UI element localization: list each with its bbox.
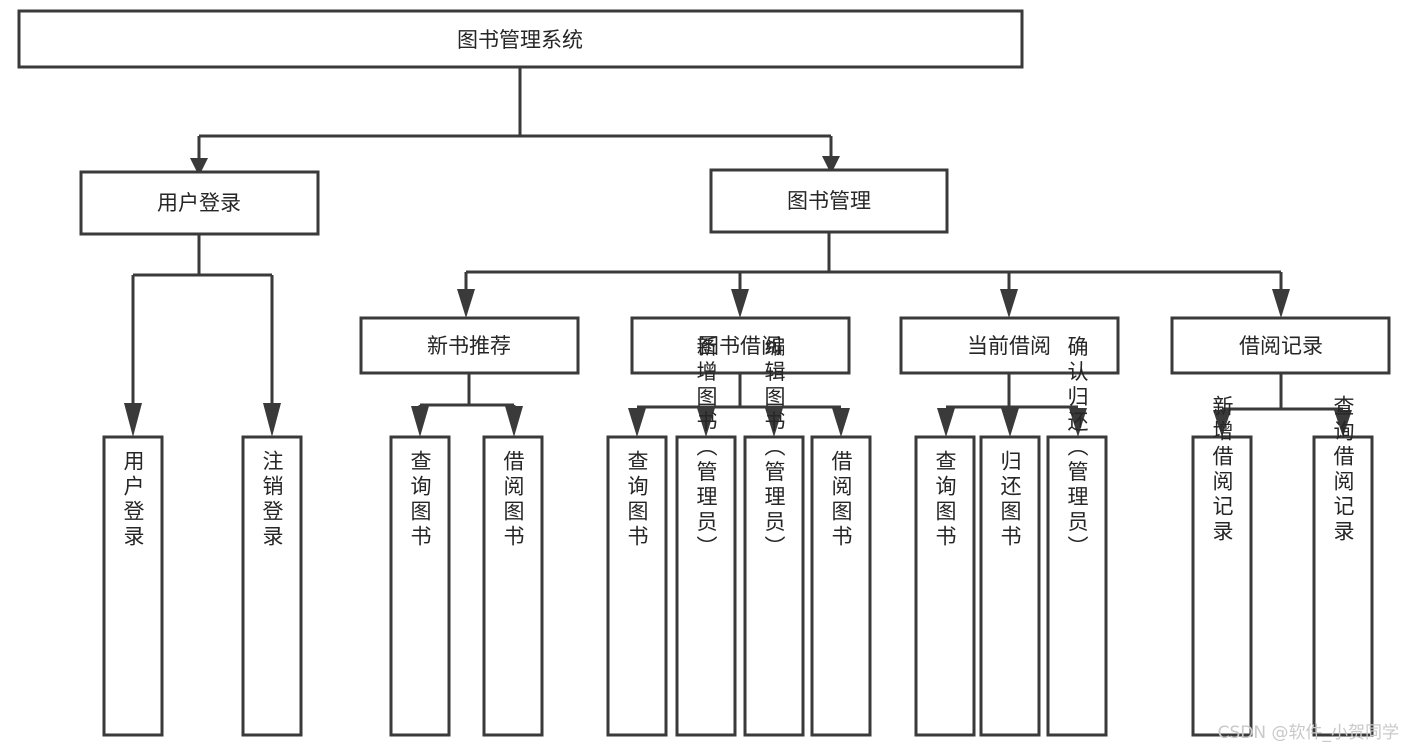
leaf-edit-book-label: 编辑图书（管理员）: [762, 336, 786, 561]
leaf-query-book-1-label: 查询图书: [408, 450, 432, 550]
node-new-book-rec-box[interactable]: [359, 316, 580, 375]
arrow-leaf-edit-book: [765, 408, 783, 437]
arrow-book-manage: [822, 156, 840, 174]
node-new-book-rec-label: 新书推荐: [427, 334, 511, 358]
leaf-user-login-label: 用户登录: [121, 450, 145, 550]
arrow-leaf-query-book-2: [628, 408, 646, 437]
leaf-query-book-3-box[interactable]: [914, 435, 976, 737]
node-current-borrow[interactable]: 当前借阅: [899, 316, 1120, 375]
node-borrow-record[interactable]: 借阅记录: [1170, 316, 1391, 375]
node-book-manage-label: 图书管理: [787, 189, 871, 213]
node-book-borrow-box[interactable]: [630, 316, 851, 375]
leaf-logout-box[interactable]: [241, 435, 303, 737]
node-book-borrow[interactable]: 图书借阅: [630, 316, 851, 375]
leaf-query-book-2[interactable]: 查询图书: [606, 435, 668, 737]
arrow-borrow-record: [1272, 289, 1290, 318]
node-user-login-label: 用户登录: [157, 191, 241, 215]
leaf-borrow-book-1-label: 借阅图书: [501, 450, 525, 550]
leaf-return-book[interactable]: 归还图书: [979, 435, 1041, 737]
leaf-query-book-1-box[interactable]: [389, 435, 451, 737]
node-root-label: 图书管理系统: [457, 28, 583, 52]
leaf-edit-book[interactable]: 编辑图书（管理员）: [743, 336, 805, 737]
leaf-return-book-label: 归还图书: [998, 450, 1022, 550]
node-new-book-rec[interactable]: 新书推荐: [359, 316, 580, 375]
arrow-book-borrow: [731, 289, 749, 318]
arrow-leaf-logout: [263, 403, 281, 437]
arrow-leaf-return-book: [1001, 408, 1019, 437]
leaf-user-login-box[interactable]: [102, 435, 164, 737]
connector-layer: [124, 67, 1352, 437]
arrow-new-book-rec: [457, 289, 475, 318]
leaf-query-record-label: 查询借阅记录: [1331, 395, 1355, 545]
leaf-query-book-2-label: 查询图书: [625, 450, 649, 550]
leaf-query-book-3[interactable]: 查询图书: [914, 435, 976, 737]
leaf-query-record-box[interactable]: [1312, 435, 1374, 737]
leaf-add-record-label: 新增借阅记录: [1210, 395, 1234, 545]
arrow-leaf-add-book: [697, 408, 715, 437]
node-user-login-box[interactable]: [79, 170, 320, 236]
arrow-leaf-user-login: [124, 403, 142, 437]
leaf-logout[interactable]: 注销登录: [241, 435, 303, 737]
arrow-leaf-borrow-book-1: [505, 406, 523, 437]
leaf-logout-label: 注销登录: [260, 450, 284, 550]
node-current-borrow-box[interactable]: [899, 316, 1120, 375]
leaf-borrow-book-2[interactable]: 借阅图书: [810, 435, 872, 737]
leaf-borrow-book-1[interactable]: 借阅图书: [482, 435, 544, 737]
leaf-edit-book-box[interactable]: [743, 435, 805, 737]
leaf-borrow-book-2-label: 借阅图书: [829, 450, 853, 550]
node-book-manage-box[interactable]: [709, 168, 949, 234]
node-borrow-record-box[interactable]: [1170, 316, 1391, 375]
leaf-query-book-1[interactable]: 查询图书: [389, 435, 451, 737]
leaf-query-book-3-label: 查询图书: [933, 450, 957, 550]
leaf-query-record[interactable]: 查询借阅记录: [1312, 395, 1374, 737]
leaf-add-book-box[interactable]: [675, 435, 737, 737]
leaf-borrow-book-2-box[interactable]: [810, 435, 872, 737]
node-user-login[interactable]: 用户登录: [79, 170, 320, 236]
leaf-confirm-return-box[interactable]: [1046, 435, 1108, 737]
arrow-leaf-query-book-1: [411, 406, 429, 437]
leaf-add-book[interactable]: 新增图书（管理员）: [675, 336, 737, 737]
node-book-borrow-label: 图书借阅: [698, 334, 782, 358]
node-book-manage[interactable]: 图书管理: [709, 168, 949, 234]
node-borrow-record-label: 借阅记录: [1239, 334, 1323, 358]
leaf-add-record-box[interactable]: [1191, 435, 1253, 737]
leaf-confirm-return-label: 确认归还（管理员）: [1065, 336, 1089, 561]
node-current-borrow-label: 当前借阅: [967, 334, 1051, 358]
arrow-leaf-borrow-book-2: [832, 408, 850, 437]
arrow-leaf-confirm-return: [1069, 408, 1087, 437]
leaf-return-book-box[interactable]: [979, 435, 1041, 737]
node-root-box[interactable]: [17, 9, 1024, 69]
arrow-leaf-query-record: [1334, 410, 1352, 437]
leaf-confirm-return[interactable]: 确认归还（管理员）: [1046, 336, 1108, 737]
arrow-user-login: [190, 158, 208, 176]
leaf-add-record[interactable]: 新增借阅记录: [1191, 395, 1253, 737]
arrow-leaf-query-book-3: [937, 408, 955, 437]
arrow-current-borrow: [1000, 289, 1018, 318]
leaf-borrow-book-1-box[interactable]: [482, 435, 544, 737]
leaf-query-book-2-box[interactable]: [606, 435, 668, 737]
node-root[interactable]: 图书管理系统: [17, 9, 1024, 69]
leaf-user-login[interactable]: 用户登录: [102, 435, 164, 737]
leaf-add-book-label: 新增图书（管理员）: [694, 336, 718, 561]
arrow-leaf-add-record: [1213, 410, 1231, 437]
